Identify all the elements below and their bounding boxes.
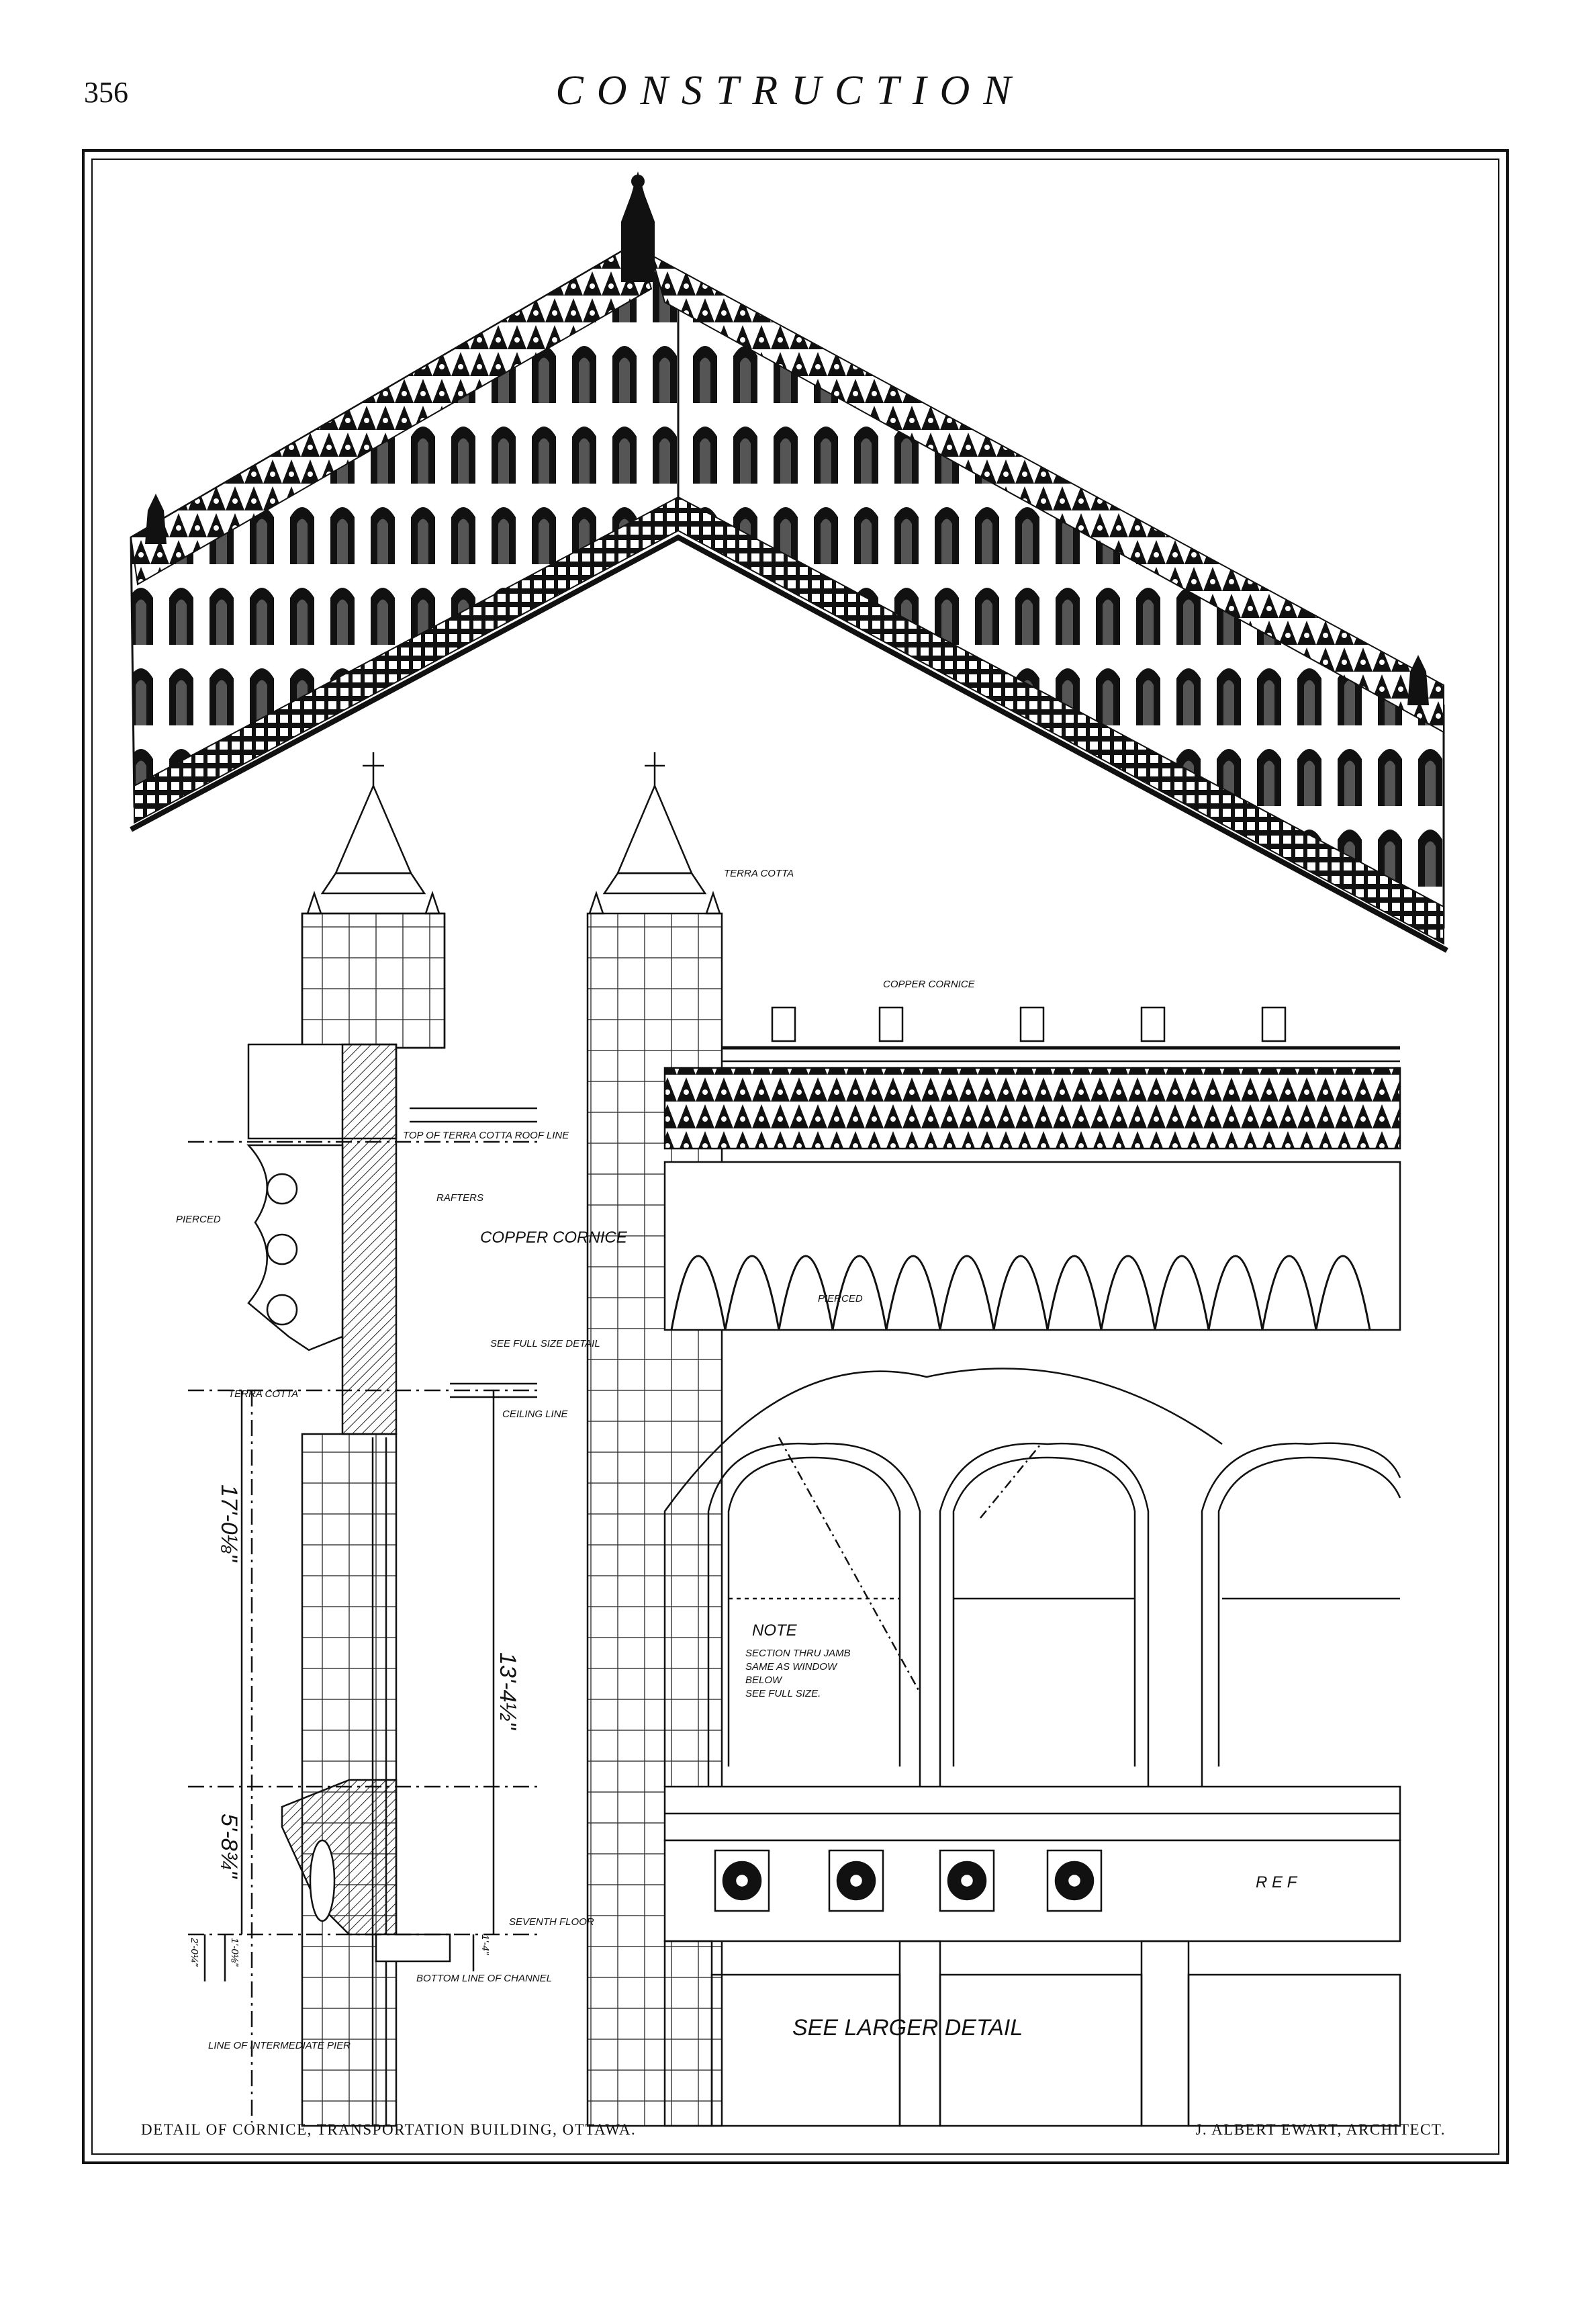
label-bottom-line-channel: BOTTOM LINE OF CHANNEL bbox=[416, 1973, 552, 1984]
dimension-2ft: 2'-0¼" bbox=[189, 1937, 200, 1967]
label-top-terra-cotta-roof-line: TOP OF TERRA COTTA ROOF LINE bbox=[403, 1130, 569, 1141]
label-rafters: RAFTERS bbox=[436, 1192, 483, 1204]
plate-outer-border bbox=[82, 149, 1509, 2164]
label-terra-cotta: TERRA COTTA bbox=[724, 868, 794, 879]
label-pierced-left: PIERCED bbox=[176, 1214, 221, 1225]
label-note-line-2: SAME AS WINDOW bbox=[745, 1661, 838, 1672]
dimension-5ft: 5'-8¾" bbox=[216, 1814, 242, 1879]
perspective-cornice-view bbox=[130, 171, 1448, 953]
label-pierced-right: PIERCED bbox=[818, 1293, 863, 1304]
label-see-full-size-detail: SEE FULL SIZE DETAIL bbox=[490, 1338, 600, 1349]
plate-inner-border bbox=[91, 159, 1499, 2155]
left-section-drawing bbox=[188, 752, 537, 2127]
label-note-line-3: BELOW bbox=[745, 1674, 783, 1686]
plate-caption: DETAIL OF CORNICE, TRANSPORTATION BUILDI… bbox=[141, 2121, 637, 2138]
drawing-annotations: TERRA COTTA COPPER CORNICE COPPER CORNIC… bbox=[176, 868, 1298, 2051]
architect-credit: J. ALBERT EWART, ARCHITECT. bbox=[1195, 2121, 1446, 2138]
label-terra-cotta-left: TERRA COTTA bbox=[228, 1388, 298, 1400]
label-ref: R E F bbox=[1256, 1873, 1298, 1891]
label-line-intermediate-pier: LINE OF INTERMEDIATE PIER bbox=[208, 2040, 351, 2051]
label-seventh-floor: SEVENTH FLOOR bbox=[509, 1916, 594, 1928]
elevation-drawing bbox=[586, 752, 1401, 2127]
page-number: 356 bbox=[84, 76, 128, 109]
label-note-line-4: SEE FULL SIZE. bbox=[745, 1688, 821, 1699]
label-copper-cornice-top: COPPER CORNICE bbox=[883, 979, 976, 990]
dimension-17ft: 17'-0⅛" bbox=[216, 1484, 242, 1563]
dimension-13ft: 13'-4½" bbox=[495, 1652, 520, 1731]
label-note-line-1: SECTION THRU JAMB bbox=[745, 1648, 851, 1659]
running-title: CONSTRUCTION bbox=[555, 68, 1025, 114]
dimension-1ft: 1'-0⅛" bbox=[229, 1938, 240, 1967]
label-ceiling-line: CEILING LINE bbox=[502, 1409, 569, 1420]
dimension-1ft-4in: 1'-4" bbox=[479, 1934, 491, 1955]
label-copper-cornice-side: COPPER CORNICE bbox=[480, 1228, 628, 1247]
label-note-title: NOTE bbox=[752, 1621, 798, 1640]
label-see-larger-detail: SEE LARGER DETAIL bbox=[792, 2015, 1023, 2041]
